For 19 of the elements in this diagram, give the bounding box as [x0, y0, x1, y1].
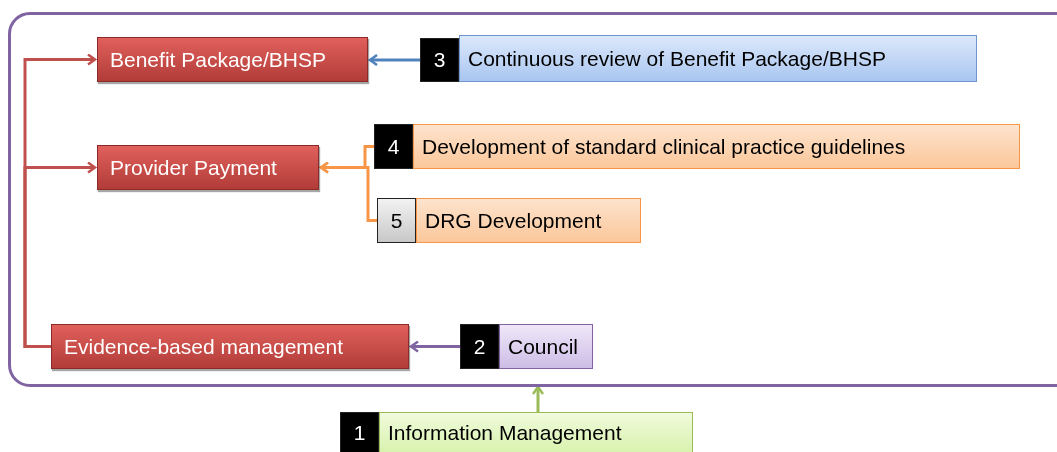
- task-label: DRG Development: [416, 198, 641, 243]
- task-label: Development of standard clinical practice guidelines: [413, 124, 1020, 169]
- arrow: [531, 385, 545, 412]
- task-label: Council: [499, 324, 593, 369]
- arrow: [368, 53, 420, 67]
- number-badge: 5: [377, 198, 416, 243]
- task-label: Continuous review of Benefit Package/BHSP: [459, 35, 977, 82]
- arrow: [23, 161, 97, 348]
- process-box: Benefit Package/BHSP: [97, 37, 368, 82]
- process-box: Evidence-based management: [51, 324, 409, 369]
- arrow: [409, 340, 460, 353]
- number-badge: 1: [340, 412, 379, 452]
- number-badge: 4: [374, 124, 413, 169]
- group-frame: [8, 12, 1057, 387]
- process-box: Provider Payment: [97, 145, 319, 190]
- number-badge: 2: [460, 324, 499, 369]
- task-label: Information Management: [379, 412, 693, 452]
- arrow: [319, 161, 377, 222]
- number-badge: 3: [420, 38, 459, 82]
